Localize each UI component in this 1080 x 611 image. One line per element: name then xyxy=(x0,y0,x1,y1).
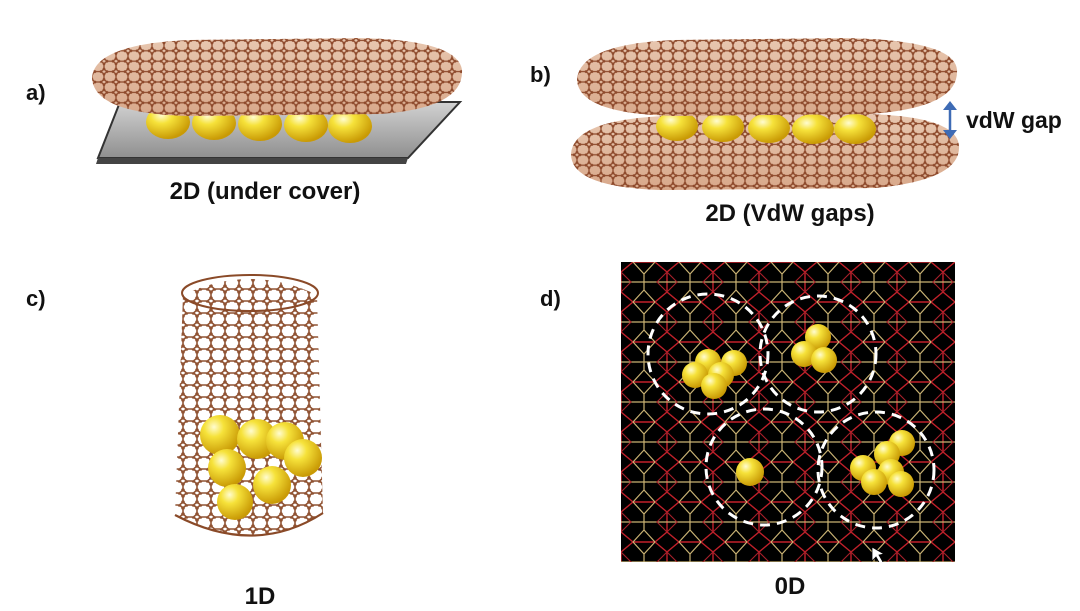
nanotube-illustration xyxy=(174,274,324,537)
double-arrow-icon xyxy=(943,101,957,139)
caption-0d: 0D xyxy=(774,573,806,600)
cage-gold-clusters xyxy=(682,324,915,497)
panel-letter-b: b) xyxy=(530,62,551,87)
graphene-under-cover-illustration xyxy=(92,38,463,164)
gold-clusters xyxy=(656,111,876,144)
mouse-cursor-icon xyxy=(871,546,886,562)
cage-circles xyxy=(646,292,936,530)
caption-2d-under-cover: 2D (under cover) xyxy=(169,178,361,205)
graphene-vdw-gap-illustration xyxy=(571,38,960,190)
panel-letter-d: d) xyxy=(540,286,561,311)
caption-1d: 1D xyxy=(244,583,276,610)
substrate-edge xyxy=(96,158,408,164)
framework-lattice xyxy=(621,262,955,562)
panel-letter-c: c) xyxy=(26,286,46,311)
graphene-sheet xyxy=(92,38,463,116)
top-graphene-sheet xyxy=(577,38,958,116)
vdw-gap-label: vdW gap xyxy=(966,107,1062,133)
framework-illustration xyxy=(621,262,955,562)
panel-letter-a: a) xyxy=(26,80,46,105)
caption-2d-vdw-gaps: 2D (VdW gaps) xyxy=(705,200,875,227)
encapsulated-gold-clusters xyxy=(200,415,322,520)
